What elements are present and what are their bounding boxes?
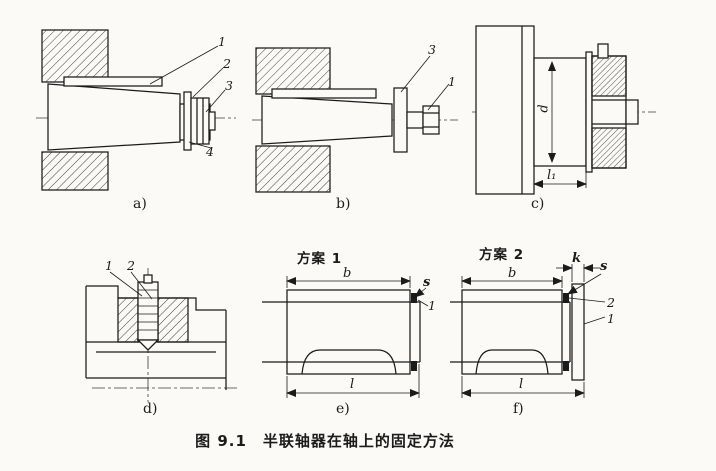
dim-label-s: s (423, 275, 431, 290)
callout-number: 1 (448, 74, 456, 89)
callout-number: 4 (206, 144, 214, 159)
subfigure-label-d: d) (143, 401, 158, 417)
subfigure-label-b: b) (336, 196, 351, 212)
callout-number: 1 (105, 258, 113, 273)
subfigure-label-f: f) (513, 401, 524, 417)
dim-label-k: k (572, 251, 582, 266)
dim-label-l: l (519, 377, 524, 392)
dim-label-b: b (343, 266, 352, 281)
subfigure-d-drawing (85, 268, 238, 402)
subfigure-a-drawing (36, 29, 236, 191)
callout-number: 3 (428, 42, 436, 57)
callout-number: 2 (223, 56, 231, 71)
subfigure-c-drawing (472, 25, 656, 195)
subfigure-e-drawing (262, 276, 429, 398)
subfigure-b-drawing (252, 47, 458, 193)
callout-number: 2 (607, 295, 615, 310)
subfigure-label-a: a) (133, 196, 147, 212)
callout-number: 3 (225, 78, 233, 93)
callout-number: 1 (428, 298, 436, 313)
callout-number: 1 (218, 34, 226, 49)
dim-label-l1: l₁ (547, 168, 557, 183)
dim-label-d: d (536, 104, 552, 113)
scheme-label: 方案 1 (297, 251, 343, 267)
figure-caption: 图 9.1 半联轴器在轴上的固定方法 (195, 432, 455, 450)
callout-number: 1 (607, 311, 615, 326)
callout-number: 2 (127, 258, 135, 273)
scheme-label: 方案 2 (479, 247, 525, 263)
dim-label-s: s (600, 259, 608, 274)
dim-label-l: l (350, 377, 355, 392)
dim-label-b: b (508, 266, 517, 281)
subfigure-f-drawing (450, 264, 606, 398)
subfigure-label-c: c) (531, 196, 545, 212)
subfigure-label-e: e) (336, 401, 350, 417)
